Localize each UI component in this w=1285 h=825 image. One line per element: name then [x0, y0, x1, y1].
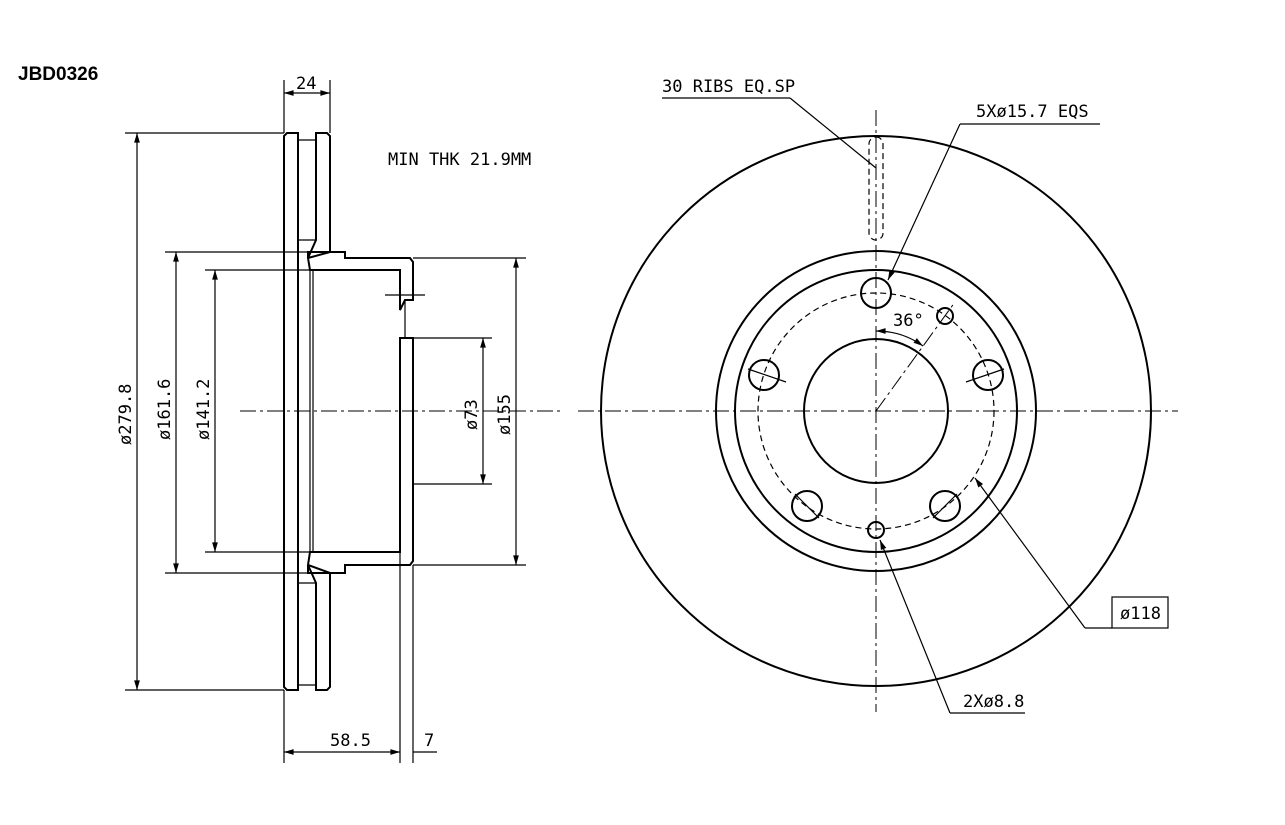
min-thickness-note: MIN THK 21.9MM: [388, 150, 531, 170]
drawing-line: [965, 368, 1005, 383]
dim-161: ø161.6: [155, 379, 175, 440]
dim-center-bore: ø73: [462, 399, 482, 430]
pilot-hole: [867, 521, 885, 539]
drawing-line: [974, 477, 1086, 629]
dim-hat-diameter: ø155: [495, 394, 515, 435]
drawing-line: [662, 97, 1169, 714]
dim-hat-thickness: 7: [424, 731, 434, 751]
inner-plate-bottom: [307, 564, 331, 691]
drawing-line: [748, 359, 780, 391]
drawing-line: [794, 493, 820, 519]
drawing-line: [791, 490, 823, 522]
pcd-note: ø118: [1120, 604, 1161, 624]
part-number: JBD0326: [18, 64, 98, 85]
bolt-holes-note: 5Xø15.7 EQS: [976, 102, 1089, 122]
drawing-line: [734, 269, 1018, 553]
outer-circle: [600, 135, 1152, 687]
rib-slot: [868, 136, 884, 241]
drawing-line: [1111, 596, 1169, 629]
pcd-circle: [757, 292, 995, 530]
dim-outer-diameter: ø279.8: [116, 384, 136, 445]
drawing-line: [125, 80, 526, 763]
drawing-line: [879, 539, 951, 714]
drawing-line: [860, 277, 892, 309]
drawing-line: [887, 123, 961, 281]
drawing-line: [747, 368, 787, 383]
drawing-line: [875, 328, 924, 347]
drawing-line: [929, 490, 961, 522]
drawing-line: [747, 368, 1005, 519]
pilot-holes-note: 2Xø8.8: [963, 692, 1024, 712]
dim-141: ø141.2: [194, 379, 214, 440]
front-view: 36° 30 RIBS EQ.SP 5Xø15.7 EQS ø118 2Xø8.…: [578, 77, 1178, 714]
hat-top: [306, 251, 414, 311]
pilot-hole: [936, 307, 954, 325]
bolt-holes: [748, 277, 1004, 522]
dim-offset: 58.5: [330, 731, 371, 751]
drawing-line: [789, 97, 877, 169]
angle-label: 36°: [893, 311, 924, 331]
outer-plate: [283, 132, 299, 691]
hat-bottom: [306, 337, 414, 574]
drawing-line: [875, 301, 956, 412]
ribs-note: 30 RIBS EQ.SP: [662, 77, 795, 97]
drawing-line: [972, 359, 1004, 391]
dim-thickness: 24: [296, 74, 316, 94]
inner-plate-top: [307, 132, 331, 259]
section-view: 24 MIN THK 21.9MM ø279.8 ø161.6 ø141.2 ø…: [116, 74, 560, 763]
drawing-line: [932, 493, 958, 519]
drawing-line: [715, 250, 1037, 572]
